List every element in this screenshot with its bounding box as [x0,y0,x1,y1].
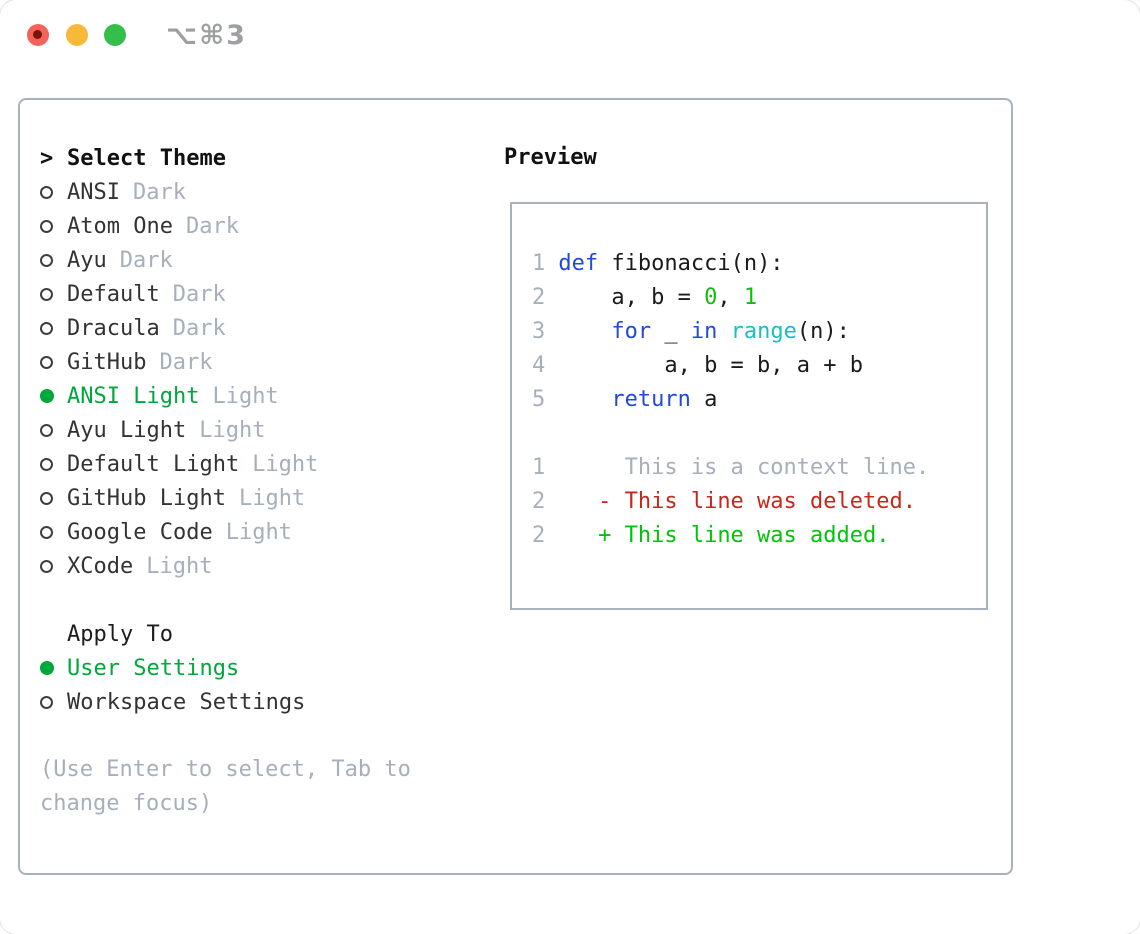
theme-variant-badge: Light [238,485,306,511]
zoom-button[interactable] [104,24,126,46]
theme-variant-badge: Dark [159,349,213,375]
prompt-icon: > [40,145,54,171]
radio-selected-icon [40,661,54,675]
theme-variant-badge: Light [252,451,319,477]
radio-icon [40,253,53,267]
theme-picker-panel: > Select Theme ANSI Dark Atom One Dark A… [18,98,1013,875]
close-button[interactable] [27,24,49,46]
theme-name: Ayu Light [67,417,187,443]
theme-variant-badge: Light [146,553,213,579]
theme-option-dracula-dark[interactable]: Dracula Dark [40,311,411,345]
apply-option-user-settings[interactable]: User Settings [40,651,411,685]
code-line: 4 a, b = b, a + b [532,349,986,383]
theme-option-default-light[interactable]: Default Light Light [40,447,411,481]
radio-icon [40,525,53,539]
apply-option-workspace-settings[interactable]: Workspace Settings [40,685,411,719]
theme-name: Atom One [67,213,173,239]
theme-option-ayu-dark[interactable]: Ayu Dark [40,243,411,277]
theme-variant-badge: Light [212,383,279,409]
spacer [40,583,411,617]
theme-name: GitHub [67,349,147,375]
theme-option-github-light[interactable]: GitHub Light Light [40,481,411,515]
page-title: Select Theme [67,145,226,171]
radio-icon [40,321,53,335]
code-line-blank [532,417,986,451]
spacer [40,719,411,753]
line-number: 3 [532,319,546,344]
theme-option-ansi-light-selected[interactable]: ANSI Light Light [40,379,411,413]
theme-variant-badge: Dark [172,315,226,341]
theme-name: ANSI Light [67,383,200,409]
minimize-button[interactable] [66,24,88,46]
theme-name: ANSI [67,179,120,205]
theme-name: XCode [67,553,134,579]
preview-title: Preview [504,145,597,170]
radio-icon [40,355,53,369]
select-theme-header: > Select Theme [40,141,411,175]
theme-variant-badge: Dark [119,247,173,273]
theme-option-ayu-light[interactable]: Ayu Light Light [40,413,411,447]
keyboard-hint-line1: (Use Enter to select, Tab to [40,757,411,782]
radio-icon [40,491,53,505]
radio-icon [40,695,53,709]
theme-variant-badge: Light [225,519,292,545]
keyboard-hint-line2: change focus) [40,791,213,816]
theme-option-github-dark[interactable]: GitHub Dark [40,345,411,379]
window-shortcut-label: ⌥⌘3 [166,20,247,51]
code-line: 3 for _ in range(n): [532,315,986,349]
radio-selected-icon [40,389,54,403]
code-line: 5 return a [532,383,986,417]
apply-option-label: Workspace Settings [67,689,306,715]
apply-to-title: Apply To [67,621,173,647]
theme-option-ansi-dark[interactable]: ANSI Dark [40,175,411,209]
theme-name: Default [67,281,160,307]
diff-added-line: 2 + This line was added. [532,519,986,553]
line-number: 1 [532,455,546,480]
line-number: 5 [532,387,546,412]
radio-icon [40,185,53,199]
code-line: 2 a, b = 0, 1 [532,281,986,315]
apply-option-label: User Settings [67,655,240,681]
radio-icon [40,559,53,573]
theme-name: GitHub Light [67,485,226,511]
theme-name: Default Light [67,451,240,477]
theme-list: > Select Theme ANSI Dark Atom One Dark A… [40,141,411,821]
line-number: 2 [532,523,546,548]
theme-option-atom-one-dark[interactable]: Atom One Dark [40,209,411,243]
radio-icon [40,457,53,471]
theme-option-default-dark[interactable]: Default Dark [40,277,411,311]
theme-variant-badge: Dark [172,281,226,307]
line-number: 1 [532,251,546,276]
radio-icon [40,423,53,437]
diff-deleted-line: 2 - This line was deleted. [532,485,986,519]
radio-icon [40,219,53,233]
theme-name: Dracula [67,315,160,341]
theme-variant-badge: Light [199,417,266,443]
line-number: 4 [532,353,546,378]
theme-option-xcode[interactable]: XCode Light [40,549,411,583]
theme-option-google-code[interactable]: Google Code Light [40,515,411,549]
radio-icon [40,287,53,301]
titlebar: ⌥⌘3 [0,0,1140,70]
line-number: 2 [532,285,546,310]
diff-context-line: 1 This is a context line. [532,451,986,485]
theme-variant-badge: Dark [185,213,239,239]
theme-variant-badge: Dark [132,179,186,205]
theme-name: Google Code [67,519,213,545]
apply-to-header: Apply To [40,617,411,651]
line-number: 2 [532,489,546,514]
theme-name: Ayu [67,247,107,273]
